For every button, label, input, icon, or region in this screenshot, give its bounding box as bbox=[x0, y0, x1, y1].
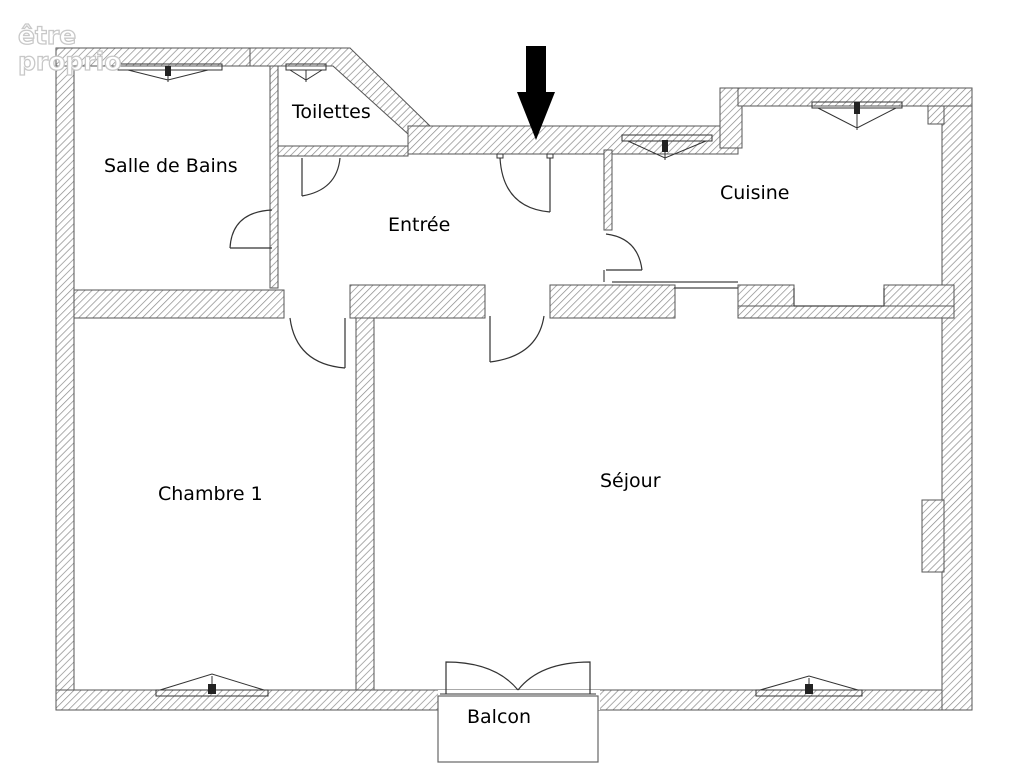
wall-kitchen-step bbox=[719, 87, 743, 149]
watermark-logo: être proprio bbox=[17, 20, 122, 76]
window-icon bbox=[621, 134, 713, 160]
wall-right-pilaster bbox=[921, 499, 945, 573]
room-label-balcon: Balcon bbox=[467, 706, 531, 728]
walls bbox=[55, 47, 973, 711]
wall-kitchen-niche bbox=[927, 105, 945, 125]
toilettes-door bbox=[301, 157, 341, 197]
balcony-outline bbox=[437, 695, 599, 763]
window-icon bbox=[117, 63, 223, 82]
doors bbox=[229, 153, 643, 369]
window-icon bbox=[285, 63, 327, 82]
wall-right bbox=[941, 87, 973, 711]
room-label-sejour: Séjour bbox=[600, 470, 661, 492]
wall-chambre-sejour bbox=[355, 317, 375, 691]
window-icon bbox=[755, 675, 863, 697]
svg-text:être: être bbox=[18, 21, 76, 50]
entrance-door bbox=[496, 153, 554, 213]
wall-kitchen-bottom-c bbox=[737, 305, 955, 319]
wall-entree-sejour-b bbox=[549, 284, 676, 319]
wall-entree-sejour-a bbox=[349, 284, 486, 319]
windows bbox=[117, 63, 903, 697]
wall-bath-chambre bbox=[73, 289, 285, 319]
bathroom-door bbox=[229, 209, 273, 249]
wall-left bbox=[55, 47, 75, 711]
bedroom-door bbox=[289, 317, 346, 369]
living-door bbox=[489, 315, 545, 363]
room-label-chambre-1: Chambre 1 bbox=[158, 483, 263, 505]
wall-entree-cuisine bbox=[603, 149, 613, 231]
window-icon bbox=[811, 101, 903, 130]
room-label-entree: Entrée bbox=[388, 214, 450, 236]
wall-top-entree bbox=[407, 125, 739, 155]
room-label-toilettes: Toilettes bbox=[291, 101, 371, 123]
room-label-salle-de-bains: Salle de Bains bbox=[104, 155, 238, 177]
wall-bath-entree bbox=[269, 65, 279, 289]
window-icon bbox=[155, 673, 269, 697]
interior-lines bbox=[603, 270, 885, 307]
wall-toilettes-bottom bbox=[277, 145, 409, 157]
svg-text:proprio: proprio bbox=[18, 47, 121, 76]
kitchen-door bbox=[605, 233, 643, 271]
room-label-cuisine: Cuisine bbox=[720, 182, 790, 204]
room-labels: Toilettes Salle de Bains Entrée Cuisine … bbox=[104, 101, 790, 728]
down-arrow-icon bbox=[517, 46, 555, 140]
balcony bbox=[437, 661, 600, 763]
